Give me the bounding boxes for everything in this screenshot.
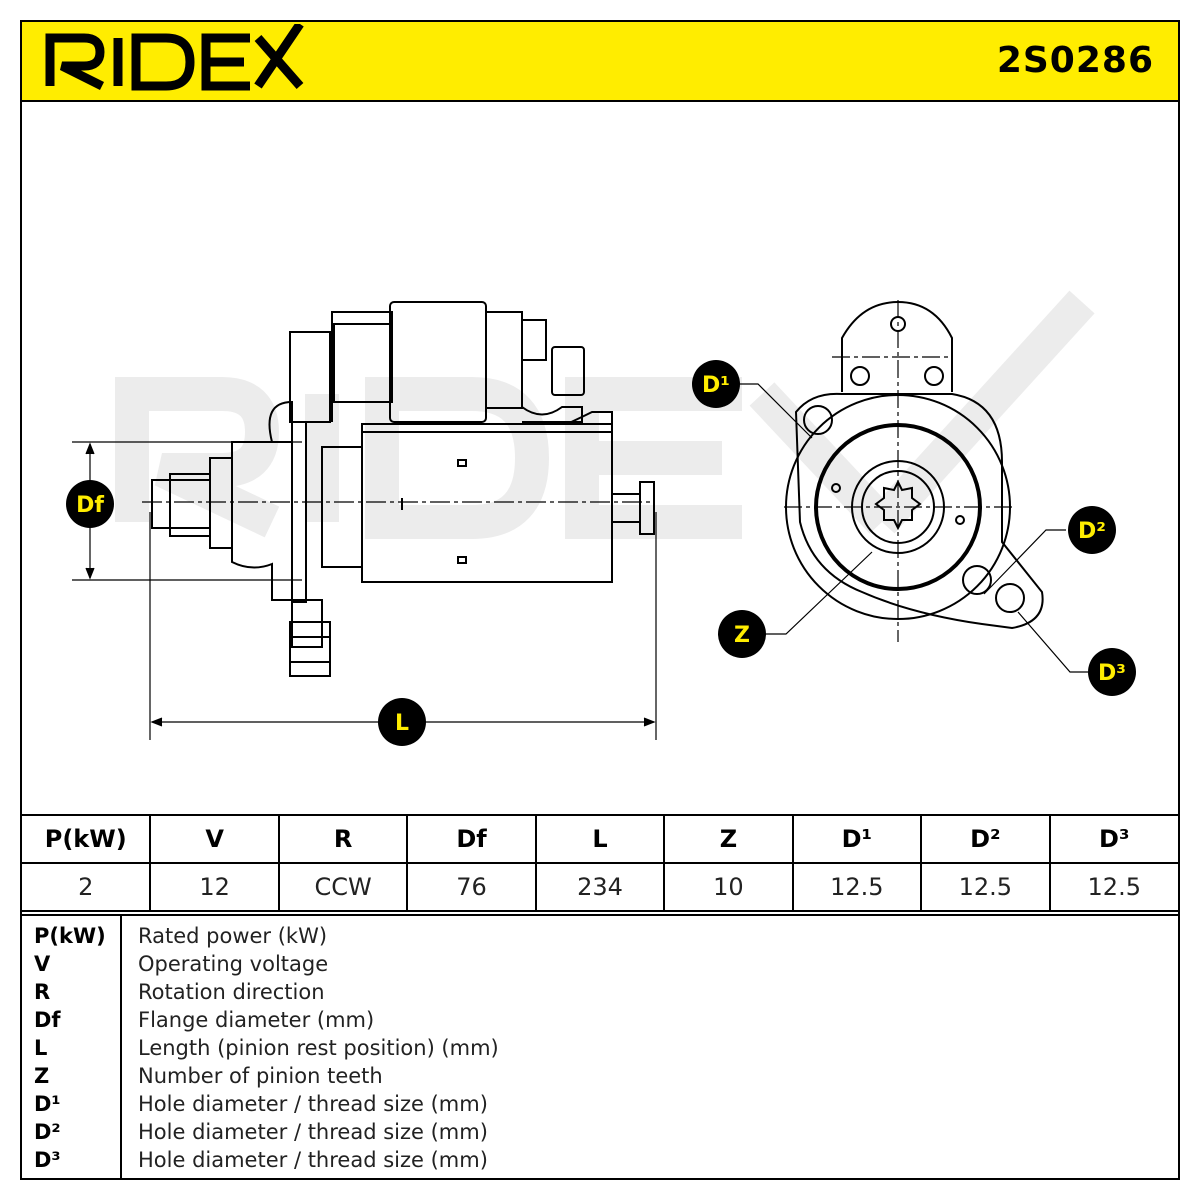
df-dimension: [72, 441, 302, 581]
part-number: 2S0286: [996, 40, 1154, 81]
legend-row: V Operating voltage: [22, 952, 1178, 980]
spec-header-cell: V: [149, 814, 280, 864]
legend-row: D² Hole diameter / thread size (mm): [22, 1120, 1178, 1148]
legend-key: V: [34, 952, 51, 976]
leader-lines: [736, 383, 1088, 673]
starter-side-view: [151, 301, 655, 677]
legend-row: Df Flange diameter (mm): [22, 1008, 1178, 1036]
svg-text:Z: Z: [734, 623, 750, 648]
legend-divider: [120, 916, 122, 1180]
legend-description: Operating voltage: [138, 952, 329, 976]
df-badge: Df: [66, 480, 114, 528]
spec-header-cell: R: [277, 814, 409, 864]
spec-header-cell: D³: [1048, 814, 1178, 864]
spec-header-row: P(kW) V R Df L Z D¹ D² D³: [22, 814, 1178, 864]
spec-value-cell: 234: [534, 862, 666, 912]
spec-header-cell: Df: [406, 814, 537, 864]
legend-description: Hole diameter / thread size (mm): [138, 1148, 488, 1172]
legend-description: Hole diameter / thread size (mm): [138, 1092, 488, 1116]
legend-row: L Length (pinion rest position) (mm): [22, 1036, 1178, 1064]
spec-value-cell: 12.5: [1048, 862, 1178, 912]
spec-header-cell: D¹: [791, 814, 923, 864]
datasheet: 2S0286: [20, 20, 1180, 1180]
legend-description: Hole diameter / thread size (mm): [138, 1120, 488, 1144]
z-badge: Z: [718, 610, 766, 658]
svg-text:L: L: [395, 711, 409, 736]
spec-header-cell: P(kW): [22, 814, 152, 864]
legend-row: Z Number of pinion teeth: [22, 1064, 1178, 1092]
front-centerlines: [784, 300, 1012, 642]
svg-text:D¹: D¹: [702, 373, 730, 398]
spec-value-cell: 12.5: [920, 862, 1051, 912]
legend-description: Flange diameter (mm): [138, 1008, 375, 1032]
technical-drawing: Df L: [66, 290, 1136, 746]
spec-value-row: 2 12 CCW 76 234 10 12.5 12.5 12.5: [22, 862, 1178, 912]
d1-badge: D¹: [692, 360, 740, 408]
spec-value-cell: 10: [663, 862, 794, 912]
svg-text:Df: Df: [76, 493, 104, 518]
legend-key: R: [34, 980, 51, 1004]
spec-value-cell: 12: [149, 862, 280, 912]
legend-key: P(kW): [34, 924, 106, 948]
spec-header-cell: Z: [663, 814, 794, 864]
ridex-logo: [45, 24, 304, 91]
legend-row: R Rotation direction: [22, 980, 1178, 1008]
legend: P(kW) Rated power (kW) V Operating volta…: [22, 914, 1178, 1180]
spec-header-cell: L: [534, 814, 666, 864]
legend-key: D²: [34, 1120, 61, 1144]
legend-description: Rotation direction: [138, 980, 325, 1004]
spec-value-cell: CCW: [277, 862, 409, 912]
legend-key: Df: [34, 1008, 61, 1032]
legend-key: D³: [34, 1148, 61, 1172]
legend-row: D¹ Hole diameter / thread size (mm): [22, 1092, 1178, 1120]
l-badge: L: [378, 698, 426, 746]
legend-row: D³ Hole diameter / thread size (mm): [22, 1148, 1178, 1176]
spec-header-cell: D²: [920, 814, 1051, 864]
legend-description: Rated power (kW): [138, 924, 328, 948]
spec-value-cell: 2: [22, 862, 152, 912]
legend-description: Number of pinion teeth: [138, 1064, 383, 1088]
spec-table: P(kW) V R Df L Z D¹ D² D³ 2 12 CCW 76 23…: [22, 814, 1178, 912]
svg-text:D³: D³: [1098, 661, 1126, 686]
legend-description: Length (pinion rest position) (mm): [138, 1036, 499, 1060]
header-bar: 2S0286: [22, 22, 1178, 102]
legend-key: D¹: [34, 1092, 61, 1116]
legend-key: Z: [34, 1064, 50, 1088]
legend-row: P(kW) Rated power (kW): [22, 924, 1178, 952]
d2-badge: D²: [1068, 506, 1116, 554]
spec-value-cell: 76: [406, 862, 537, 912]
svg-text:D²: D²: [1078, 519, 1106, 544]
spec-value-cell: 12.5: [791, 862, 923, 912]
legend-key: L: [34, 1036, 48, 1060]
d3-badge: D³: [1088, 648, 1136, 696]
